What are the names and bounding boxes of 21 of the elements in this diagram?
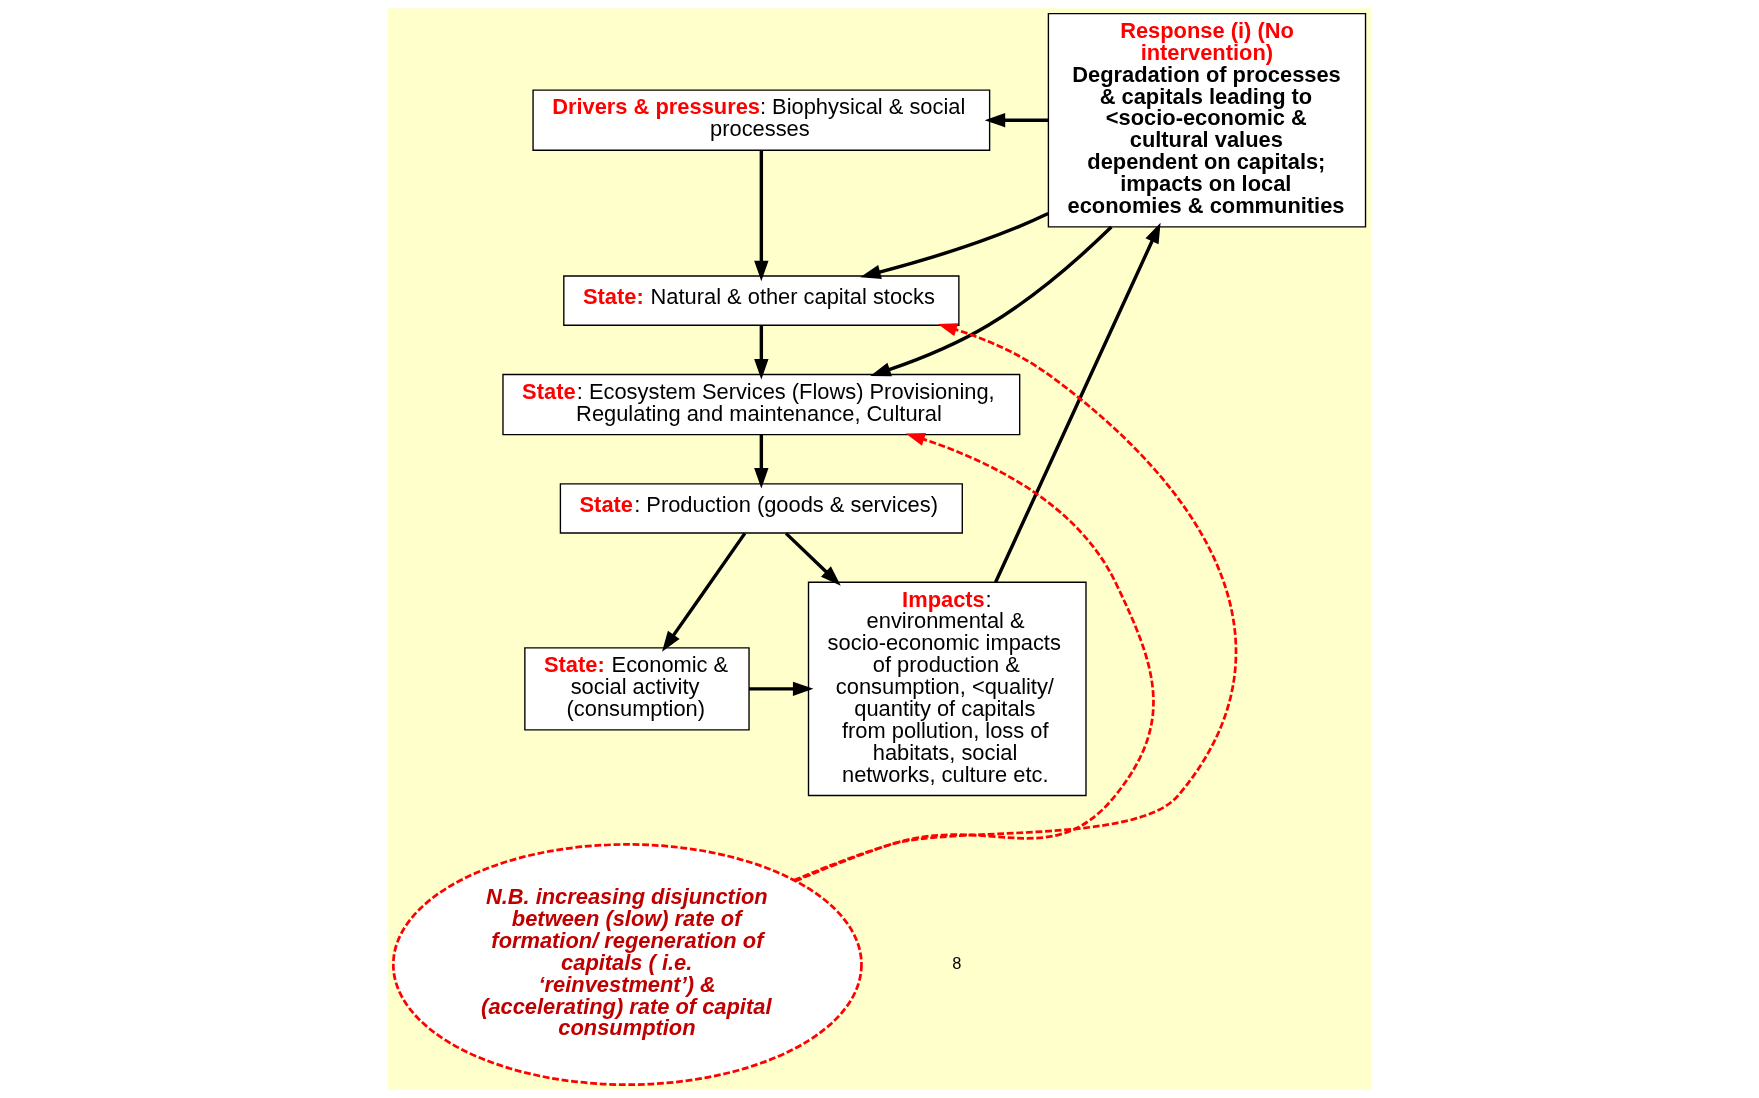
arrow — [994, 222, 1161, 583]
arrow — [749, 681, 814, 697]
arrow — [870, 225, 1113, 377]
arrow — [662, 532, 747, 652]
node-box: Drivers & pressures: Biophysical & social processes — [532, 89, 991, 151]
node-box: State: Economic & social activity (consumption) — [524, 647, 750, 731]
arrow — [794, 432, 1155, 883]
arrow — [754, 150, 769, 282]
node-ellipse: N.B. increasing disjunction between (slow) rate of formation/ regeneration of capitals ( i.e. ‘reinvestment’) & (accelerating) rate of capital consumption — [391, 843, 863, 1086]
node-box: Impacts: environmental & socio-economic impacts of production & consumption, <quality/ quantity of capitals from pollution, loss of habitats, social networks, culture etc. — [807, 581, 1087, 797]
arrow — [793, 323, 1238, 882]
node-box: Response (i) (No intervention) Degradation of processes & capitals leading to <socio-economic & cultural values dependent on capitals; impacts on local economies & communities — [1047, 12, 1367, 228]
node-box: State: Production (goods & services) — [559, 483, 963, 534]
arrow — [754, 434, 769, 489]
arrow — [784, 532, 841, 586]
arrow — [754, 325, 769, 380]
node-box: State: Ecosystem Services (Flows) Provisioning, Regulating and maintenance, Cultural — [502, 373, 1021, 436]
node-box: State: Natural & other capital stocks — [563, 275, 960, 326]
arrow — [984, 113, 1049, 128]
arrow — [860, 212, 1049, 279]
label: 8 — [952, 953, 962, 972]
